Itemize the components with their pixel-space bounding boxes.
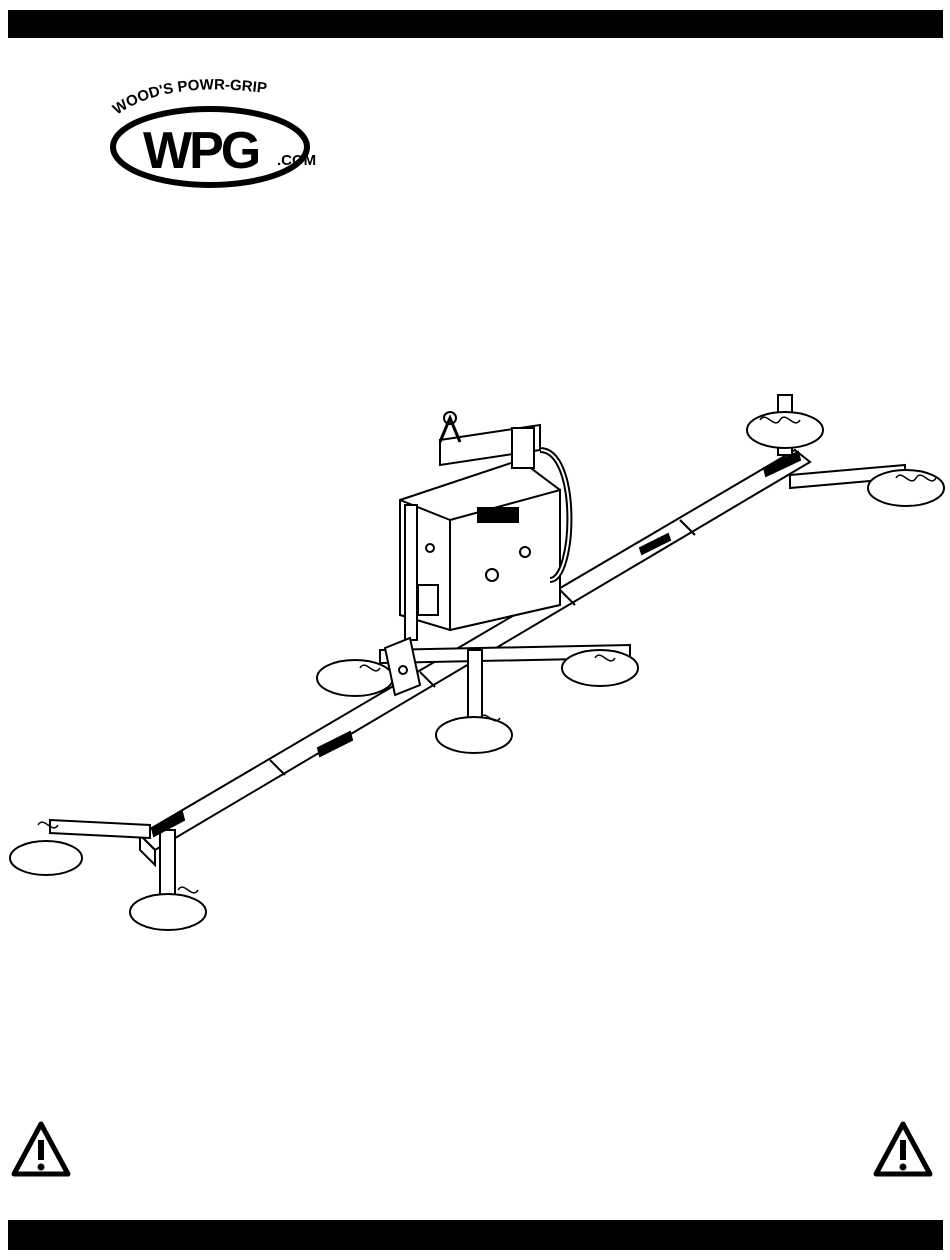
warning-triangle-icon [872, 1120, 934, 1178]
vacuum-lifter-illustration [0, 380, 950, 950]
side-bracket [385, 638, 420, 695]
warning-triangle-icon [10, 1120, 72, 1178]
logo-domain: .COM [277, 152, 316, 169]
vacuum-control-unit [400, 460, 560, 630]
logo-letters: WPG [143, 122, 259, 180]
wpg-logo: WOOD'S POWR-GRIP WPG .COM [105, 75, 335, 190]
bottom-footer-bar [8, 1220, 943, 1250]
top-header-bar [8, 10, 943, 38]
